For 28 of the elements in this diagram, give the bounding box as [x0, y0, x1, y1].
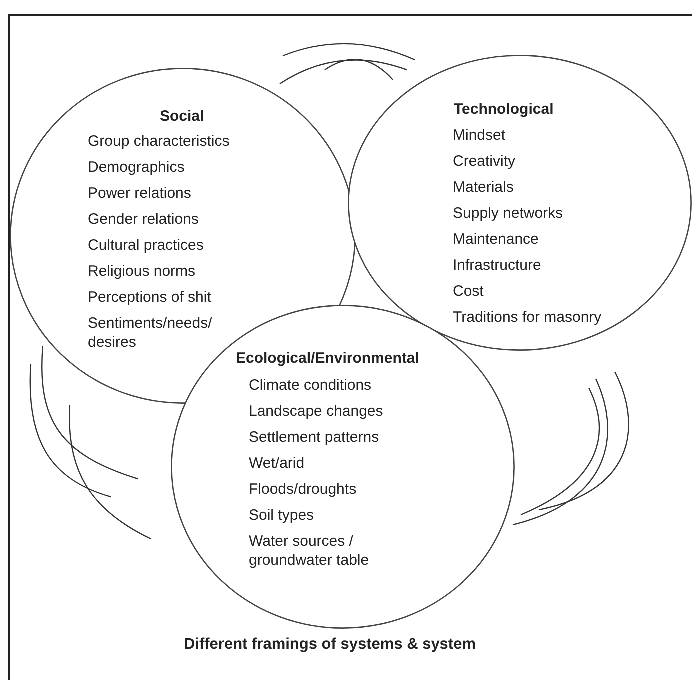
circle-heading: Technological [454, 101, 554, 118]
list-item: Group characteristics [88, 132, 231, 151]
circle-heading: Social [160, 108, 204, 125]
list-item: Cultural practices [88, 236, 205, 255]
list-item: Gender relations [88, 210, 200, 229]
list-item: Religious norms [88, 262, 197, 281]
list-item: Power relations [88, 184, 192, 203]
list-item: Settlement patterns [249, 428, 380, 447]
list-item: Creativity [453, 152, 517, 171]
list-item: Perceptions of shit [88, 288, 212, 307]
circle-heading: Ecological/Environmental [236, 350, 420, 367]
list-item: Traditions for masonry [453, 308, 603, 327]
list-item: Materials [453, 178, 515, 197]
list-item: Soil types [249, 506, 316, 525]
list-item: Sentiments/needs/ desires [88, 314, 214, 352]
list-item: Landscape changes [249, 402, 384, 421]
list-item: Climate conditions [249, 376, 373, 395]
list-item: Maintenance [453, 230, 540, 249]
list-item: Mindset [453, 126, 507, 145]
list-item: Water sources / groundwater table [249, 532, 370, 570]
list-item: Demographics [88, 158, 186, 177]
list-item: Supply networks [453, 204, 564, 223]
list-item: Cost [453, 282, 485, 301]
list-item: Wet/arid [249, 454, 306, 473]
venn-circle [348, 55, 692, 351]
list-item: Infrastructure [453, 256, 542, 275]
list-item: Floods/droughts [249, 480, 358, 499]
caption: Different framings of systems & system [184, 636, 476, 654]
